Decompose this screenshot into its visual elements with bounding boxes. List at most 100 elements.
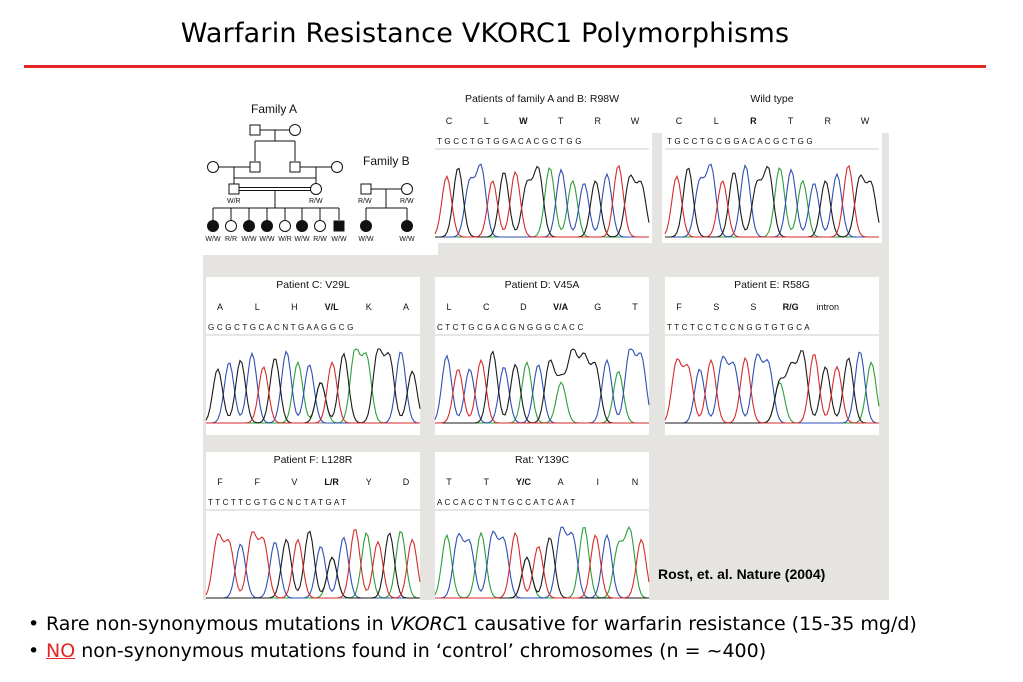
amino-acid-label: R <box>825 116 832 126</box>
chromatogram-panels: Patients of family A and B: R98W C L W T R W T … <box>205 85 882 600</box>
pedigree-family-a: Family A <box>207 102 343 209</box>
genotype-label: W/W <box>294 236 310 243</box>
trace-c <box>665 351 880 424</box>
sequence-string: T T C T C C T C C N G G T G T G C A <box>667 323 810 332</box>
amino-acid-label: F <box>676 302 682 312</box>
panel-title: Patients of family A and B: R98W <box>465 93 619 105</box>
trace-t <box>206 360 420 424</box>
amino-acid-label: R/G <box>783 302 799 312</box>
amino-acid-label: C <box>483 302 490 312</box>
trace-c <box>435 526 649 599</box>
sequence-string: G C G C T G C A C N T G A A G G C G <box>208 323 354 332</box>
pedigree-male <box>360 183 372 195</box>
amino-acid-label: A <box>217 302 223 312</box>
genotype-label: W/W <box>358 236 374 243</box>
pedigree-affected-female <box>401 220 413 232</box>
amino-acid-label: S <box>750 302 756 312</box>
amino-acid-label: V/L <box>325 302 340 312</box>
citation: Rost, et. al. Nature (2004) <box>658 566 825 582</box>
emphasis-no: NO <box>46 640 76 662</box>
pedigree-affected-female <box>296 220 308 232</box>
panel-title: Rat: Y139C <box>515 454 570 466</box>
pedigree-affected-female <box>261 220 273 232</box>
pedigree-female <box>331 161 343 173</box>
slide-title: Warfarin Resistance VKORC1 Polymorphisms <box>180 18 790 49</box>
amino-acid-label: W <box>861 116 870 126</box>
amino-acid-label: L/R <box>324 477 339 487</box>
family-b-label: Family B <box>363 154 410 168</box>
panel-title: Patient E: R58G <box>734 279 810 291</box>
sequence-string: C T C T G C G A C G N G G G C A C C <box>437 323 583 332</box>
amino-acid-label: T <box>483 477 489 487</box>
pedigree-affected-female <box>360 220 372 232</box>
amino-acid-label: C <box>446 116 453 126</box>
amino-acid-label: F <box>254 477 260 487</box>
genotype-label: R/W <box>309 198 323 205</box>
family-b-children: W/W W/W <box>358 208 415 243</box>
trace-g <box>205 348 421 424</box>
panel-title: Wild type <box>750 93 793 105</box>
genotype-label: W/W <box>241 236 257 243</box>
title-divider <box>24 65 986 68</box>
sequencing-figure: Family A <box>203 85 889 600</box>
amino-acid-label: Y <box>366 477 372 487</box>
genotype-label: W/W <box>259 236 275 243</box>
pedigree-affected-male <box>333 220 345 232</box>
family-a-label: Family A <box>251 102 297 116</box>
amino-acid-label: T <box>788 116 794 126</box>
amino-acid-label: I <box>597 477 600 487</box>
pedigree-male <box>228 183 240 195</box>
sequence-string: T G C C T G T G G A C A C G C T G G <box>437 137 582 146</box>
amino-acid-label: R <box>750 116 757 126</box>
trace-g <box>665 349 879 424</box>
bullet-2: NO non-synonymous mutations found in ‘co… <box>28 638 1018 665</box>
genotype-label: R/R <box>225 236 237 243</box>
amino-acid-label: T <box>632 302 638 312</box>
trace-t <box>435 531 650 599</box>
pedigree-affected-female <box>207 220 219 232</box>
pedigree-female <box>314 220 326 232</box>
bullet-1-pre: Rare non-synonymous mutations in <box>46 613 390 635</box>
panel-background <box>206 452 420 600</box>
sequence-string: T G C C T G C G G A C A C G C T G G <box>667 137 813 146</box>
genotype-label: W/W <box>331 236 347 243</box>
pedigree-female <box>279 220 291 232</box>
panel-title: Patient C: V29L <box>276 279 350 291</box>
amino-acid-label: W <box>631 116 640 126</box>
amino-acid-label: N <box>632 477 639 487</box>
amino-acid-label: S <box>713 302 719 312</box>
amino-acid-label: K <box>366 302 372 312</box>
pedigree-male <box>249 161 261 173</box>
figure-canvas: Family A <box>203 85 889 600</box>
trace-g <box>665 165 880 238</box>
pedigree-female <box>289 124 301 136</box>
pedigree-female <box>225 220 237 232</box>
bullet-list: Rare non-synonymous mutations in VKORC1 … <box>28 611 1018 665</box>
trace-t <box>664 354 879 424</box>
panel-title: Patient D: V45A <box>505 279 580 291</box>
pedigree-female <box>310 183 322 195</box>
gene-name: VKORC <box>389 613 457 635</box>
amino-acid-label: L <box>446 302 451 312</box>
amino-acid-label: T <box>558 116 564 126</box>
amino-acid-label: F <box>217 477 223 487</box>
amino-acid-label: W <box>519 116 528 126</box>
genotype-label: W/W <box>399 236 415 243</box>
genotype-label: W/R <box>227 198 241 205</box>
amino-acid-label: A <box>558 477 564 487</box>
amino-acid-label: L <box>255 302 260 312</box>
sequence-string: T T C T T C G T G C N C T A T G A T <box>208 498 346 507</box>
pedigree-male <box>249 124 261 136</box>
amino-acid-label: T <box>446 477 452 487</box>
panel-background <box>665 277 879 435</box>
amino-acid-label: H <box>291 302 298 312</box>
amino-acid-label: L <box>484 116 489 126</box>
genotype-label: R/W <box>400 198 414 205</box>
amino-acid-label: intron <box>817 302 840 312</box>
